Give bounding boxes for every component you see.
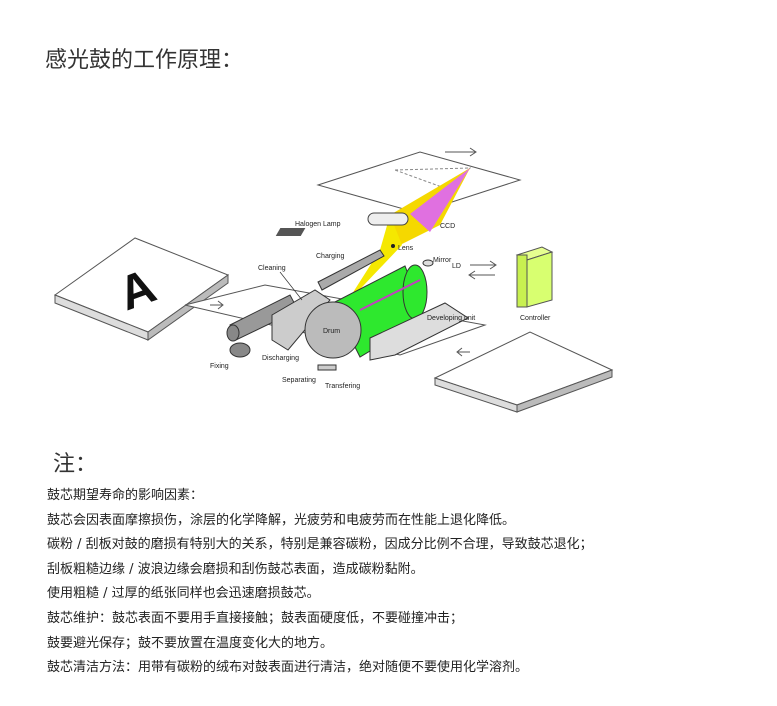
svg-text:Transfering: Transfering bbox=[325, 383, 360, 390]
svg-text:Mirror: Mirror bbox=[433, 257, 452, 264]
input-paper-stack: A bbox=[53, 237, 230, 341]
laser-mirror: Mirror LD bbox=[422, 257, 461, 270]
note-heading: 注： bbox=[53, 452, 98, 477]
svg-text:Fixing: Fixing bbox=[210, 363, 229, 370]
notes-body: 鼓芯期望寿命的影响因素： 鼓芯会因表面摩擦损伤，涂层的化学降解，光疲劳和电疲劳而… bbox=[47, 484, 593, 681]
halogen-lamp: Halogen Lamp bbox=[295, 212, 409, 228]
note-line: 鼓芯维护：鼓芯表面不要用手直接接触；鼓表面硬度低，不要碰撞冲击； bbox=[47, 610, 464, 626]
note-line: 鼓芯会因表面摩擦损伤，涂层的化学降解，光疲劳和电疲劳而在性能上退化降低。 bbox=[47, 512, 516, 528]
note-line: 鼓芯期望寿命的影响因素： bbox=[47, 488, 204, 503]
svg-text:Discharging: Discharging bbox=[262, 355, 299, 362]
drum: Drum bbox=[304, 264, 428, 359]
svg-text:LD: LD bbox=[452, 263, 461, 270]
platen-glass bbox=[316, 151, 522, 214]
charging-unit bbox=[317, 249, 385, 291]
note-line: 使用粗糙 / 过厚的纸张同样也会迅速磨损鼓芯。 bbox=[47, 586, 320, 602]
svg-text:Cleaning: Cleaning bbox=[258, 265, 286, 272]
note-line: 鼓芯清洁方法：用带有碳粉的绒布对鼓表面进行清洁，绝对随便不要使用化学溶剂。 bbox=[47, 660, 529, 676]
output-paper-stack bbox=[433, 331, 614, 413]
controller: Controller bbox=[515, 246, 554, 322]
svg-text:Separating: Separating bbox=[282, 377, 316, 384]
svg-text:Developing unit: Developing unit bbox=[427, 315, 475, 322]
note-line: 刮板粗糙边缘 / 波浪边缘会磨损和刮伤鼓芯表面，造成碳粉黏附。 bbox=[47, 561, 424, 577]
lens-label: Lens bbox=[398, 245, 414, 252]
page-title: 感光鼓的工作原理： bbox=[45, 48, 244, 73]
note-line: 碳粉 / 刮板对鼓的磨损有特别大的关系，特别是兼容碳粉，因成分比例不合理，导致鼓… bbox=[47, 537, 593, 553]
fixing-rollers: Fixing bbox=[210, 294, 299, 370]
drum-working-principle-diagram: A Halogen Lamp CCD Lens Fixing Cleaning … bbox=[53, 147, 614, 413]
note-line: 鼓要避光保存；鼓不要放置在温度变化大的地方。 bbox=[47, 635, 334, 651]
svg-text:Halogen Lamp: Halogen Lamp bbox=[295, 221, 341, 228]
svg-text:Controller: Controller bbox=[520, 315, 551, 322]
developing-unit bbox=[369, 302, 469, 361]
svg-text:Drum: Drum bbox=[323, 328, 340, 335]
svg-text:Charging: Charging bbox=[316, 253, 345, 260]
svg-text:CCD: CCD bbox=[440, 223, 455, 230]
ccd-sensor: CCD bbox=[275, 223, 455, 236]
